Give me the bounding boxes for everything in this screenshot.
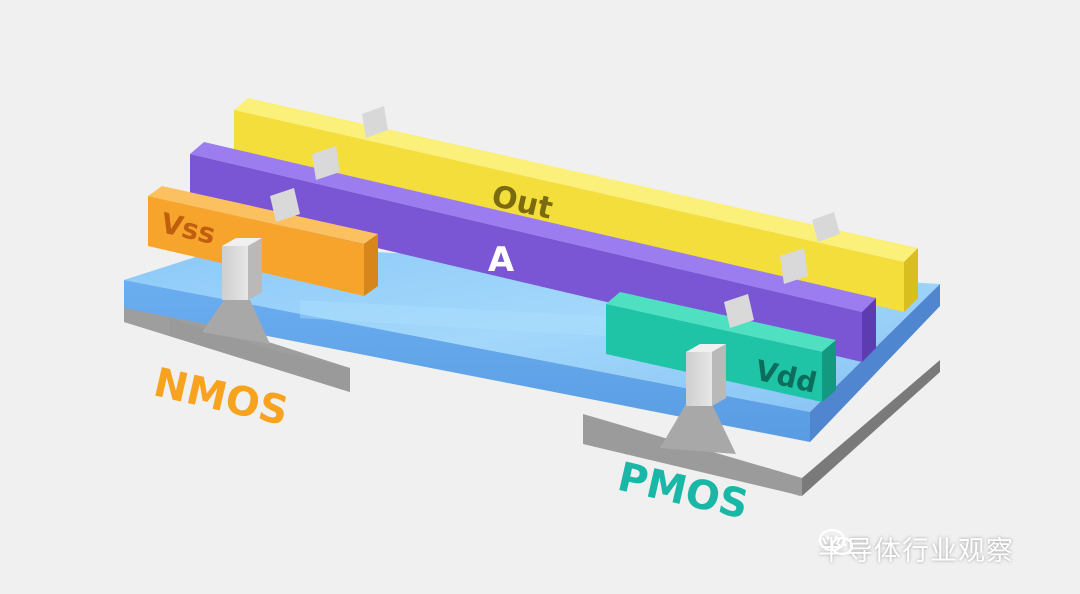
input-rail-label: A — [488, 240, 515, 280]
substrate — [124, 296, 940, 496]
watermark: 半导体行业观察 — [818, 528, 1014, 568]
nmos-contact-pillar — [222, 238, 262, 300]
pmos-contact-pillar — [686, 344, 726, 406]
out-rail — [234, 98, 918, 312]
nmos-label: NMOS — [149, 360, 292, 435]
wechat-icon — [818, 528, 854, 556]
